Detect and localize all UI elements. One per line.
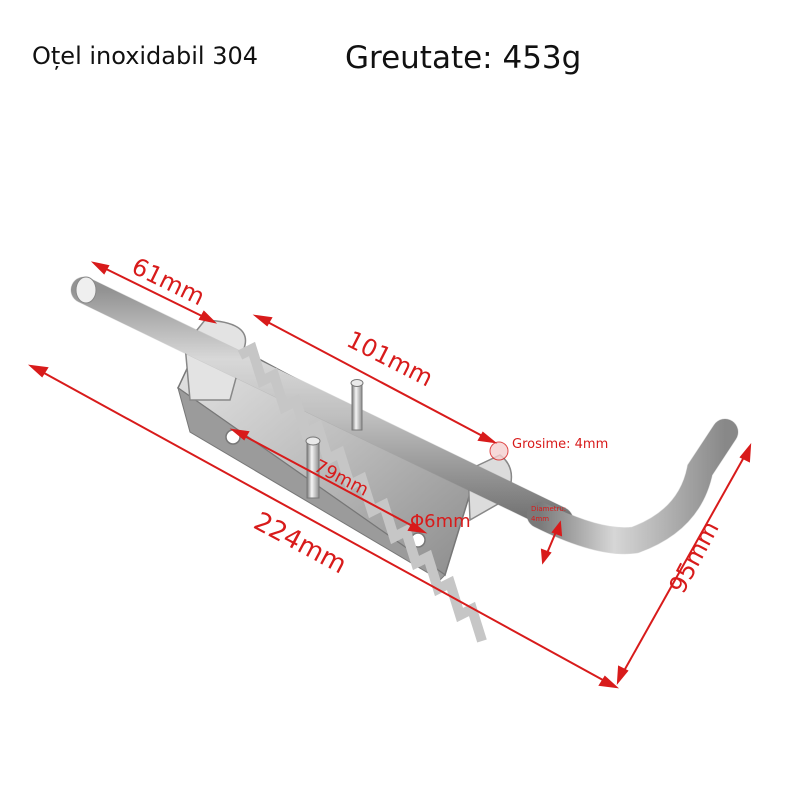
weight-label: Greutate: 453g bbox=[345, 40, 582, 76]
dimension-lines bbox=[27, 261, 752, 689]
dim-hole: Φ6mm bbox=[410, 511, 471, 532]
pin-rod bbox=[70, 276, 739, 555]
material-label: Oțel inoxidabil 304 bbox=[32, 42, 259, 70]
dim-thickness: Grosime: 4mm bbox=[512, 437, 608, 452]
spring bbox=[237, 341, 487, 643]
dim-diameter-value: 4mm bbox=[531, 515, 549, 523]
handle-pins bbox=[305, 379, 364, 499]
thickness-marker bbox=[489, 441, 509, 461]
header: Oțel inoxidabil 304 Greutate: 453g bbox=[0, 0, 800, 100]
dim-diameter-caption: Diametru: bbox=[531, 505, 566, 513]
